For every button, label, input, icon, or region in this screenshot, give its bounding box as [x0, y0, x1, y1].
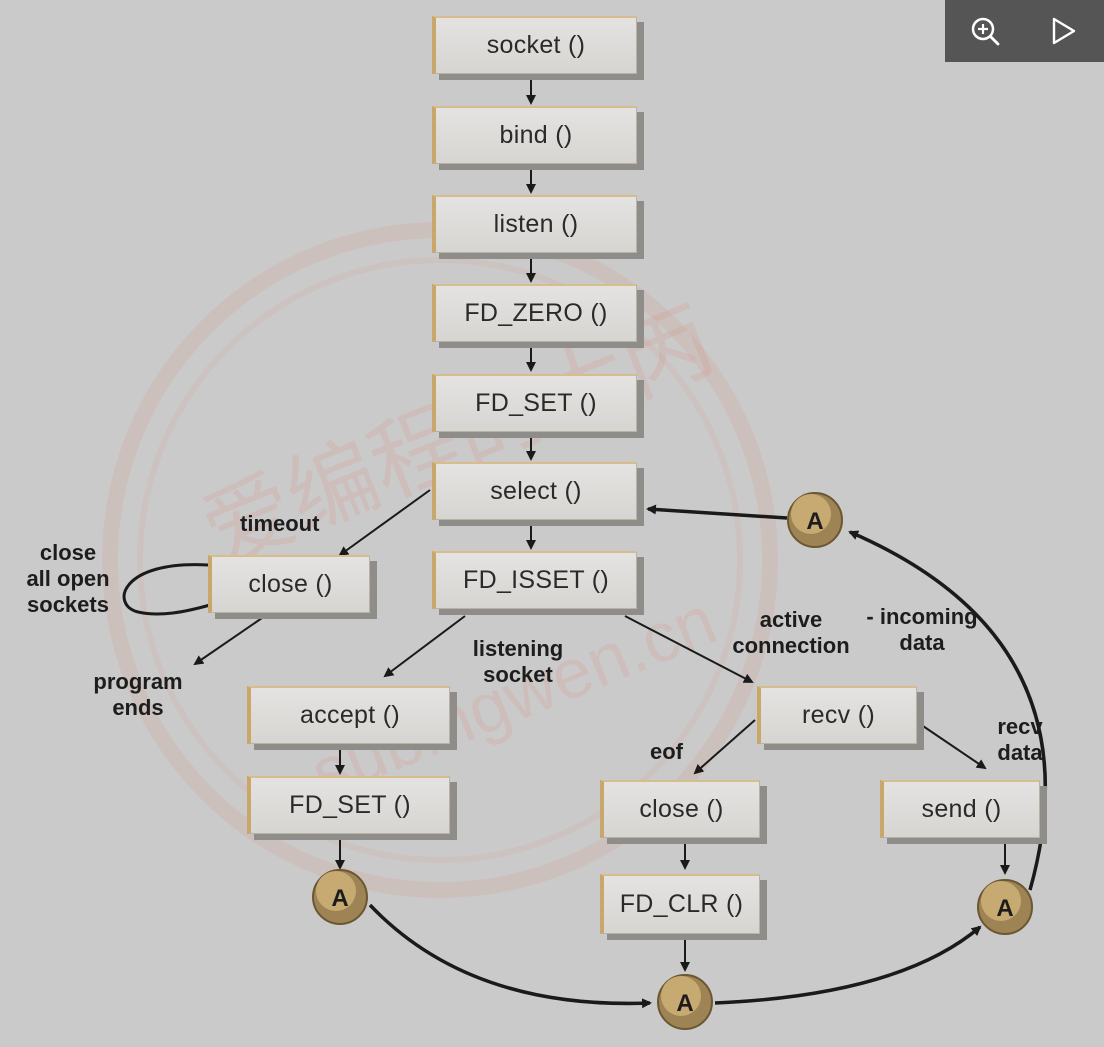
- fd-isset-box: FD_ISSET (): [432, 551, 637, 609]
- socket-box: socket (): [432, 16, 637, 74]
- close-all-sockets-label: close all open sockets: [26, 540, 110, 617]
- fd-set-left-box: FD_SET (): [247, 776, 450, 834]
- zoom-in-icon: [971, 17, 1000, 46]
- arrow-a1-a2: [368, 903, 652, 1009]
- play-icon: [1053, 17, 1076, 45]
- program-ends-label: program ends: [93, 669, 183, 720]
- arrow-close-loop: [122, 560, 217, 616]
- connector-a4: A: [806, 508, 823, 535]
- select-box: select (): [432, 462, 637, 520]
- arrow-fdisset-accept: [383, 615, 466, 678]
- incoming-data-label: - incoming data: [866, 604, 978, 655]
- arrow-a3-a4: [848, 530, 1048, 891]
- listening-socket-label: listening socket: [472, 636, 564, 687]
- recv-data-label: recv data: [997, 714, 1043, 765]
- listen-box: listen (): [432, 195, 637, 253]
- fd-zero-box: FD_ZERO (): [432, 284, 637, 342]
- close-mid-box: close (): [600, 780, 760, 838]
- play-button[interactable]: [1044, 11, 1084, 51]
- bind-box: bind (): [432, 106, 637, 164]
- fd-set-top-box: FD_SET (): [432, 374, 637, 432]
- arrow-select-close: [338, 489, 431, 557]
- connector-a2: A: [676, 990, 693, 1017]
- recv-box: recv (): [757, 686, 917, 744]
- eof-label: eof: [650, 739, 683, 764]
- timeout-label: timeout: [240, 511, 320, 536]
- close-left-box: close (): [208, 555, 370, 613]
- arrow-a2-a3: [714, 925, 982, 1005]
- connector-a3: A: [996, 895, 1013, 922]
- arrow-recv-send: [919, 723, 987, 770]
- arrow-a4-select: [646, 504, 788, 520]
- connector-a1: A: [331, 885, 348, 912]
- connectors: [312, 492, 1033, 1030]
- arrow-fdisset-recv: [624, 615, 754, 683]
- image-toolbar: [945, 0, 1104, 62]
- arrow-recv-close: [693, 719, 756, 775]
- fd-clr-box: FD_CLR (): [600, 874, 760, 934]
- zoom-in-button[interactable]: [965, 11, 1005, 51]
- active-connection-label: active connection: [732, 607, 850, 658]
- send-box: send (): [880, 780, 1040, 838]
- arrow-close-program-end: [193, 617, 263, 666]
- accept-box: accept (): [247, 686, 450, 744]
